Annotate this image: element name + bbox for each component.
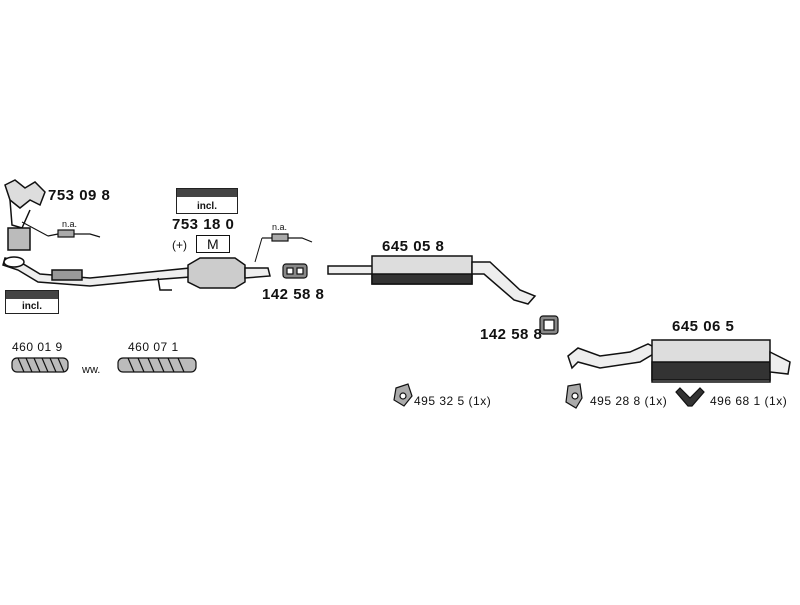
front-pipe xyxy=(2,256,191,287)
middle-muffler xyxy=(327,255,537,305)
part-label-rear-muffler: 645 06 5 xyxy=(672,318,735,335)
rubber-mount-3 xyxy=(675,387,705,407)
part-label-catalyst: 753 18 0 xyxy=(172,216,235,233)
part-label-rubber-mount-2: 495 28 8 (1x) xyxy=(590,394,668,408)
catalytic-converter xyxy=(157,257,271,291)
oxygen-sensor-2 xyxy=(262,233,313,243)
part-label-rubber-mount-3: 496 68 1 (1x) xyxy=(710,394,788,408)
part-label-middle-muffler: 645 05 8 xyxy=(382,238,445,255)
na-label-2: n.a. xyxy=(272,222,288,232)
oxygen-sensor-1 xyxy=(47,229,101,238)
incl-label-lower: incl. xyxy=(21,301,42,312)
part-label-flex-pipe-2: 460 07 1 xyxy=(128,340,179,354)
plus-label: (+) xyxy=(172,238,187,252)
part-label-flex-pipe-1: 460 01 9 xyxy=(12,340,63,354)
na-label-1: n.a. xyxy=(62,219,78,229)
incl-box-catalyst: incl. xyxy=(176,188,238,214)
part-label-rubber-mount-1: 495 32 5 (1x) xyxy=(414,394,492,408)
incl-label-catalyst: incl. xyxy=(196,201,217,212)
rubber-mount-1 xyxy=(393,383,413,407)
leader-lines xyxy=(21,221,263,263)
flex-pipe-1 xyxy=(11,357,69,373)
ww-label: ww. xyxy=(82,364,101,376)
incl-box-lower: incl. xyxy=(5,290,59,314)
part-label-clamp-2: 142 58 8 xyxy=(480,326,543,343)
front-flex-section xyxy=(51,269,83,281)
rear-muffler xyxy=(567,339,791,383)
m-badge: M xyxy=(196,235,230,253)
clamp-1 xyxy=(282,263,308,279)
flex-pipe-2 xyxy=(117,357,197,373)
clamp-2 xyxy=(539,315,559,335)
part-label-manifold: 753 09 8 xyxy=(48,187,111,204)
rubber-mount-2 xyxy=(565,383,583,409)
exhaust-manifold xyxy=(4,179,46,251)
part-label-clamp-1: 142 58 8 xyxy=(262,286,325,303)
